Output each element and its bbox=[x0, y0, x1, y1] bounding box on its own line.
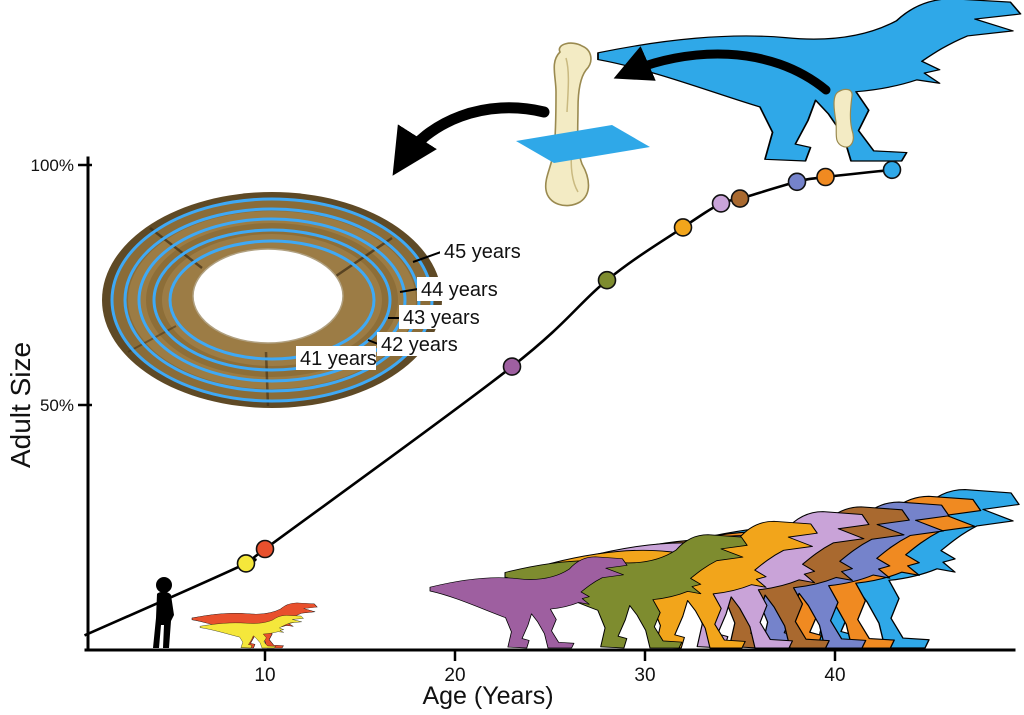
specimen-data-point bbox=[502, 357, 522, 376]
label-bg-44 bbox=[417, 277, 497, 301]
y-tick-label-100: 100% bbox=[31, 156, 74, 175]
axis-labels: 100% 50% Adult Size 10 20 30 40 Age (Yea… bbox=[5, 156, 846, 710]
specimen-data-point bbox=[711, 194, 731, 213]
label-bg-41 bbox=[296, 346, 376, 370]
section-crack bbox=[264, 351, 270, 407]
specimen-data-point bbox=[816, 167, 835, 187]
y-tick-label-50: 50% bbox=[40, 396, 74, 415]
ring-label-41: 41 years bbox=[300, 348, 377, 370]
bone-detail-line bbox=[565, 57, 570, 113]
ring-label-45: 45 years bbox=[444, 241, 521, 263]
bone-shape bbox=[544, 42, 592, 207]
x-tick-label-40: 40 bbox=[824, 665, 845, 686]
leg-bone-highlight bbox=[833, 88, 854, 148]
ring-label-42: 42 years bbox=[381, 334, 458, 356]
arrow-leg-to-bone bbox=[613, 46, 831, 95]
specimen-data-point bbox=[730, 189, 750, 208]
growth-ring-41 bbox=[168, 239, 376, 361]
callout-arrows bbox=[392, 46, 831, 176]
specimen-data-point bbox=[255, 539, 275, 559]
human-scale-silhouette bbox=[153, 577, 174, 648]
specimen-data-point bbox=[673, 218, 693, 237]
adult-dinosaur-silhouette bbox=[596, 0, 1022, 163]
arrow-bone-to-section bbox=[392, 102, 550, 176]
cut-plane bbox=[516, 125, 650, 163]
growth-ring-43 bbox=[137, 217, 407, 383]
bone-illustration bbox=[516, 42, 650, 207]
human-head bbox=[156, 577, 172, 593]
ring-label-43: 43 years bbox=[403, 307, 480, 329]
specimen-data-point bbox=[787, 172, 807, 192]
specimen-data-point bbox=[597, 270, 617, 290]
specimen-data-points bbox=[236, 160, 902, 573]
section-crack bbox=[127, 325, 177, 353]
x-tick-label-20: 20 bbox=[444, 665, 465, 686]
label-bg-45 bbox=[440, 239, 520, 263]
leader-line-42 bbox=[367, 339, 379, 345]
specimen-data-point bbox=[236, 554, 256, 573]
x-tick-label-10: 10 bbox=[254, 665, 275, 686]
leader-line-44 bbox=[399, 288, 419, 293]
human-body bbox=[153, 591, 174, 648]
bone-histology-section: 45 years 44 years 43 years 42 years 41 y… bbox=[102, 192, 521, 408]
growth-series-dinosaurs bbox=[191, 488, 1020, 649]
ring-label-44: 44 years bbox=[421, 279, 498, 301]
x-axis-title: Age (Years) bbox=[422, 682, 553, 710]
axes bbox=[78, 156, 1016, 661]
label-bg-43 bbox=[399, 305, 479, 329]
x-tick-label-30: 30 bbox=[634, 665, 655, 686]
medullary-cavity bbox=[192, 248, 344, 344]
label-bg-42 bbox=[377, 332, 457, 356]
y-axis-title: Adult Size bbox=[5, 342, 36, 468]
growth-ring-42 bbox=[152, 228, 392, 372]
specimen-data-point bbox=[882, 160, 902, 180]
leader-line-45 bbox=[412, 251, 442, 263]
